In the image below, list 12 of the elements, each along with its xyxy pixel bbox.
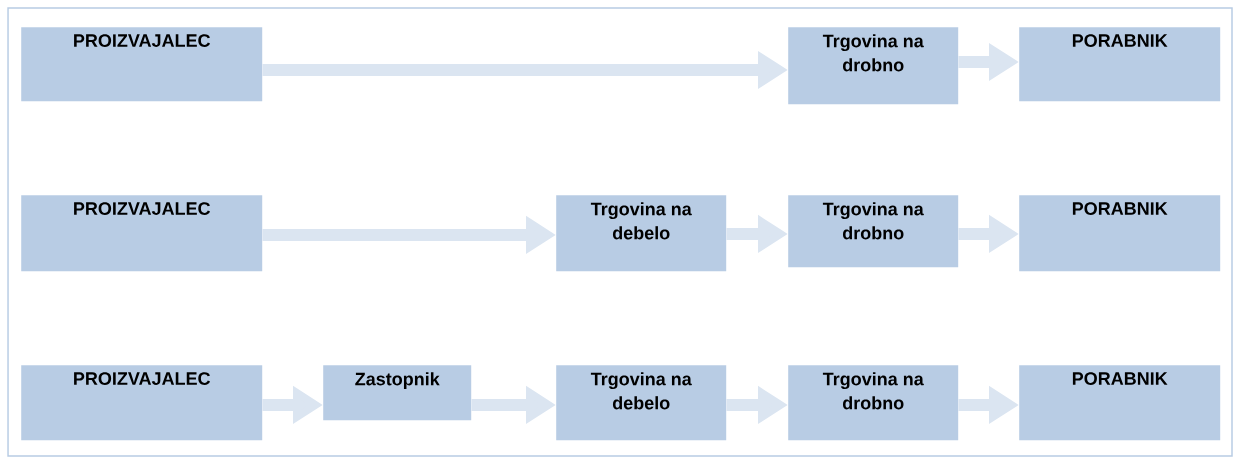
process-box: PROIZVAJALEC — [21, 27, 263, 102]
process-box: Trgovina na drobno — [788, 27, 959, 105]
process-box: Trgovina na drobno — [788, 365, 959, 441]
process-box: PORABNIK — [1019, 365, 1221, 441]
process-box: Zastopnik — [323, 365, 472, 421]
process-box: Trgovina na debelo — [556, 195, 727, 272]
process-box: PROIZVAJALEC — [21, 365, 263, 441]
process-box: Trgovina na debelo — [556, 365, 727, 441]
process-box: PORABNIK — [1019, 195, 1221, 272]
process-box: Trgovina na drobno — [788, 195, 959, 268]
process-box: PORABNIK — [1019, 27, 1221, 102]
process-box: PROIZVAJALEC — [21, 195, 263, 272]
